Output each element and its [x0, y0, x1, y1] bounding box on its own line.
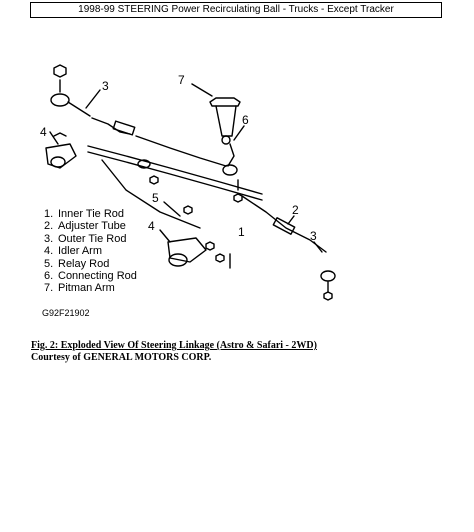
tie-rod-end-shape-1	[50, 93, 70, 107]
pitman-arm-top	[209, 97, 241, 107]
leader-6	[233, 125, 245, 141]
legend-item: 2.Adjuster Tube	[44, 220, 126, 233]
figure-caption: Fig. 2: Exploded View Of Steering Linkag…	[31, 340, 317, 351]
nut-shape-4	[233, 193, 243, 203]
leader-5	[163, 201, 181, 217]
leader-7	[191, 83, 213, 97]
figure-courtesy: Courtesy of GENERAL MOTORS CORP.	[31, 352, 212, 363]
nut-shape-7	[215, 253, 225, 263]
idler-arm-shape-1	[45, 143, 77, 169]
nut-shape-3	[183, 205, 193, 215]
figure-code: G92F21902	[42, 308, 90, 318]
inner-tie-rod-shape-1b	[135, 135, 227, 167]
callout-4-left: 4	[40, 125, 47, 139]
idler-arm-shape-2	[167, 237, 207, 263]
leader-4-left	[49, 131, 59, 145]
nut-shape-6	[205, 241, 215, 251]
legend-item: 7.Pitman Arm	[44, 282, 115, 295]
legend-item: 4.Idler Arm	[44, 245, 103, 258]
legend-item: 3.Outer Tie Rod	[44, 232, 127, 245]
callout-3-right: 3	[310, 229, 317, 243]
leader-3-right	[313, 241, 323, 253]
pitman-arm-ball	[221, 135, 231, 145]
adjuster-tube-shape-2	[272, 217, 296, 235]
leader-3-top	[85, 89, 101, 109]
legend-item: 5.Relay Rod	[44, 257, 110, 270]
callout-6: 6	[242, 113, 249, 127]
callout-3-top: 3	[102, 79, 109, 93]
callout-1: 1	[238, 225, 245, 239]
leader-2	[287, 215, 295, 225]
connecting-rod-shape	[227, 143, 235, 167]
callout-5: 5	[152, 191, 159, 205]
diagram-drawing: 3 4 7 6 5 4 2 3 1	[40, 64, 336, 301]
idler-arm-bushing-1	[50, 156, 66, 168]
callout-2: 2	[292, 203, 299, 217]
diagram-legend: 1.Inner Tie Rod 2.Adjuster Tube 3.Outer …	[44, 208, 137, 295]
nut-shape-1	[53, 64, 67, 78]
inner-tie-rod-shape-2	[241, 195, 327, 253]
relay-rod-shape	[87, 151, 263, 201]
idler-arm-nut-1	[53, 132, 67, 137]
tie-rod-end-shaft-1	[67, 101, 91, 117]
relay-rod-shape-b	[87, 145, 263, 195]
legend-item: 6.Connecting Rod	[44, 270, 137, 283]
page-header-title: 1998-99 STEERING Power Recirculating Bal…	[78, 4, 394, 15]
pitman-arm-body	[215, 105, 237, 137]
nut-shape-2	[149, 175, 159, 185]
leader-4-right	[159, 229, 171, 243]
page-header: 1998-99 STEERING Power Recirculating Bal…	[30, 2, 442, 18]
relay-rod-lower	[101, 159, 201, 229]
idler-arm-bushing-2	[168, 253, 188, 267]
tie-rod-end-shape-2	[320, 270, 336, 282]
callout-7: 7	[178, 73, 185, 87]
relay-rod-end-1	[137, 159, 151, 169]
callout-4-right: 4	[148, 219, 155, 233]
legend-item: 1.Inner Tie Rod	[44, 208, 125, 220]
nut-shape-5	[323, 291, 333, 301]
connecting-rod-end	[222, 164, 238, 176]
adjuster-tube-shape-1	[112, 120, 136, 136]
steering-linkage-diagram: 3 4 7 6 5 4 2 3 1	[30, 40, 350, 330]
